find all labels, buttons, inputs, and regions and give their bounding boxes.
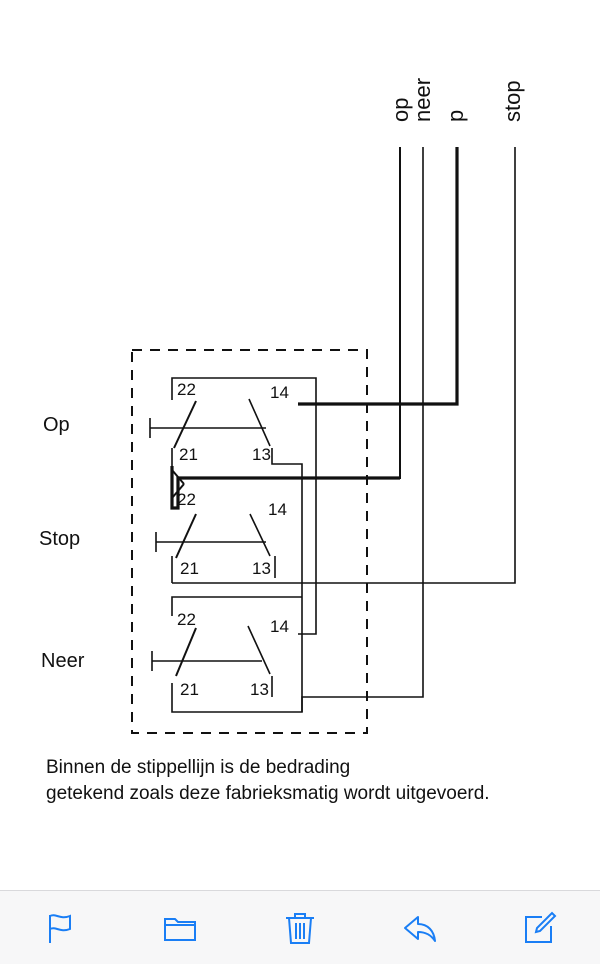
switch-label-neer: Neer	[41, 650, 85, 672]
wire-label-p: p	[443, 110, 468, 122]
switch-neer-frame	[171, 596, 302, 616]
op-contact-13: 13	[252, 445, 271, 464]
bottom-toolbar: Flag Move Delete Reply Compose	[0, 890, 600, 964]
switch-op-nc-contact	[173, 400, 197, 449]
switch-label-stop: Stop	[39, 528, 80, 550]
folder-icon	[164, 917, 196, 941]
stop-contact-14: 14	[268, 500, 287, 519]
switch-label-op: Op	[43, 414, 70, 436]
switch-stop-no-contact	[249, 513, 271, 557]
switch-op-no-contact	[248, 398, 271, 447]
op-contact-21: 21	[179, 445, 198, 464]
neer-contact-21: 21	[180, 680, 199, 699]
reply-button[interactable]: Reply	[390, 898, 450, 958]
flag-button[interactable]: Flag	[30, 898, 90, 958]
switch-neer	[151, 596, 302, 697]
delete-button[interactable]: Delete	[270, 898, 330, 958]
trash-icon	[286, 912, 314, 944]
wire-stop	[172, 147, 516, 584]
junction-diagonal-b	[171, 483, 185, 499]
wire-label-neer: neer	[410, 78, 435, 122]
flag-icon	[49, 913, 71, 943]
move-button[interactable]: Move	[150, 898, 210, 958]
op-contact-22: 22	[177, 380, 196, 399]
wire-neer	[171, 147, 424, 713]
switch-op	[149, 377, 317, 712]
wiring-diagram: op neer p stop	[39, 78, 525, 804]
compose-button[interactable]: Compose	[510, 898, 570, 958]
switch-stop-nc-contact	[175, 513, 197, 559]
caption-line-2: getekend zoals deze fabrieksmatig wordt …	[46, 783, 490, 804]
op-contact-14: 14	[270, 383, 289, 402]
switch-neer-no-contact	[247, 625, 271, 675]
stop-contact-22: 22	[177, 490, 196, 509]
switch-op-13-link	[271, 448, 303, 712]
incoming-wires	[171, 147, 516, 713]
caption-line-1: Binnen de stippellijn is de bedrading	[46, 757, 350, 778]
switch-stop	[155, 466, 400, 583]
contact-numbers: 22 14 21 13 22 14 21 13 22 14 21 13	[177, 380, 289, 699]
wire-label-stop: stop	[500, 80, 525, 122]
neer-contact-14: 14	[270, 617, 289, 636]
junction-diagonal-a	[171, 469, 185, 485]
stop-contact-13: 13	[252, 559, 271, 578]
compose-icon	[525, 911, 557, 943]
wiring-diagram-svg: op neer p stop	[39, 78, 525, 804]
neer-contact-13: 13	[250, 680, 269, 699]
junction-op-stop	[170, 466, 400, 510]
factory-wiring-boundary	[131, 349, 368, 734]
stop-contact-21: 21	[180, 559, 199, 578]
reply-icon	[404, 915, 436, 942]
wire-p	[298, 147, 459, 406]
switch-neer-nc-contact	[175, 627, 197, 677]
wire-label-op: op	[388, 98, 413, 122]
switch-op-frame	[171, 377, 317, 635]
neer-contact-22: 22	[177, 610, 196, 629]
